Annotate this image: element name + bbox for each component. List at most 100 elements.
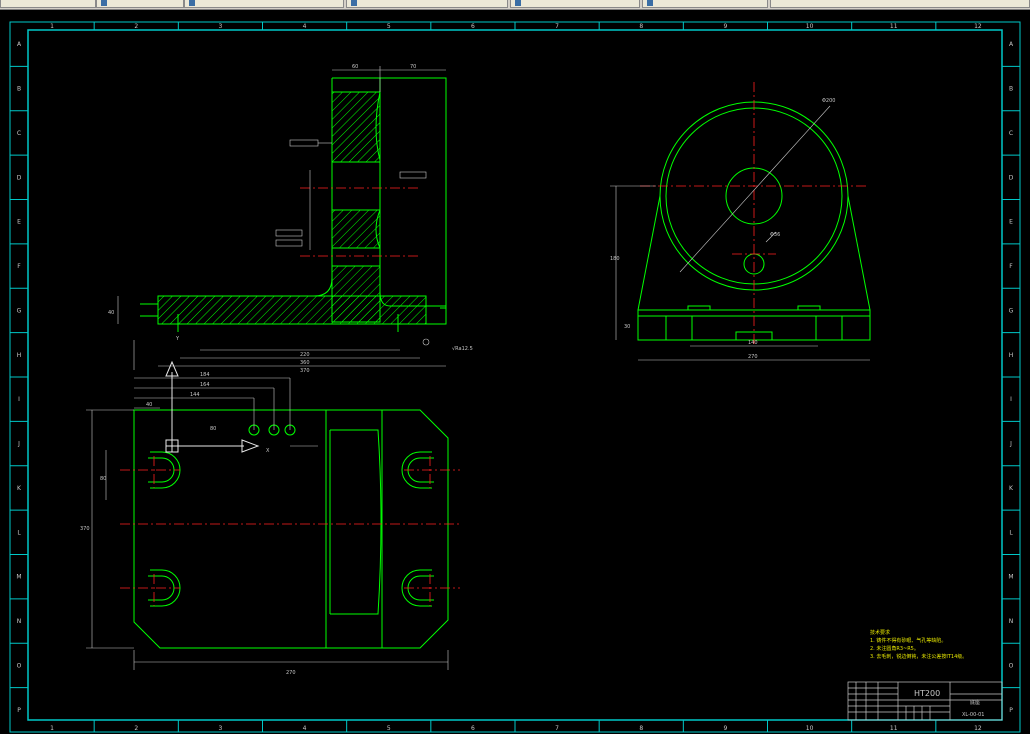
section-view (140, 77, 447, 332)
plan-centerline (120, 456, 460, 606)
zone-row-left-N: N (17, 618, 22, 625)
zone-row-left-J: J (17, 441, 20, 448)
zone-column-bottom-4: 4 (303, 725, 307, 732)
side-dimensions (610, 105, 870, 361)
zone-row-left-P: P (17, 707, 21, 714)
title-block-part-name: 底座 (970, 699, 980, 706)
zone-column-bottom-9: 9 (724, 725, 728, 732)
zone-column-top-10: 10 (806, 23, 814, 30)
plan-dim-d2: 164 (200, 382, 210, 388)
note-line-2: 2. 未注圆角R3~R5。 (870, 645, 919, 652)
zone-column-top-2: 2 (134, 23, 138, 30)
zone-column-top-12: 12 (974, 23, 982, 30)
side-dim-height: 180 (610, 256, 620, 262)
section-dimensions (117, 66, 446, 370)
zone-row-left-A: A (17, 41, 22, 48)
zone-column-top-4: 4 (303, 23, 307, 30)
side-dim-small-hole: Φ36 (770, 232, 780, 238)
ucs-y-axis-label: Y (175, 336, 180, 342)
document-tab-2[interactable] (96, 0, 184, 8)
drawing-frame (9, 21, 1021, 733)
side-dim-slot: 140 (748, 340, 758, 346)
zone-column-top-6: 6 (471, 23, 475, 30)
zone-row-left-F: F (17, 263, 21, 270)
plan-dim-d3: 144 (190, 392, 200, 398)
zone-row-right-I: I (1010, 396, 1012, 403)
zone-column-bottom-2: 2 (134, 725, 138, 732)
title-block-drawing-no: XL-00-01 (962, 712, 984, 718)
zone-row-left-G: G (17, 307, 22, 314)
zone-column-bottom-6: 6 (471, 725, 475, 732)
zone-column-bottom-1: 1 (50, 725, 54, 732)
dim-height-left: 40 (108, 310, 114, 316)
zone-row-left-E: E (17, 219, 21, 226)
document-tab-5[interactable] (510, 0, 640, 8)
document-tab-bar (0, 0, 1030, 10)
plan-dim-height: 370 (80, 526, 90, 532)
side-dim-base: 270 (748, 354, 758, 360)
zone-row-right-J: J (1009, 441, 1012, 448)
zone-row-right-M: M (1008, 574, 1013, 581)
roughness-symbol: √Ra12.5 (452, 346, 473, 352)
document-icon (351, 0, 357, 6)
zone-row-right-C: C (1009, 130, 1013, 137)
zone-row-left-H: H (17, 352, 22, 359)
zone-column-bottom-8: 8 (639, 725, 643, 732)
side-dim-diameter: Φ200 (822, 98, 835, 104)
plan-dim-d4: 80 (210, 426, 216, 432)
zone-column-top-9: 9 (724, 23, 728, 30)
plan-dimensions (86, 377, 449, 670)
plan-dim-width: 270 (286, 670, 296, 676)
side-dim-base-height: 30 (624, 324, 630, 330)
dim-mid-left: 220 (300, 352, 310, 358)
zone-row-left-K: K (17, 485, 22, 492)
section-hatch-upper (331, 91, 381, 163)
document-icon (647, 0, 653, 6)
ucs-x-axis-label: X (266, 448, 270, 454)
zone-row-right-B: B (1009, 86, 1013, 93)
note-line-1: 1. 铸件不得有砂眼、气孔等缺陷。 (870, 637, 946, 644)
side-centerline (640, 82, 866, 346)
zone-row-left-O: O (17, 662, 22, 669)
section-hatch-base (157, 295, 427, 325)
document-tab-7[interactable] (770, 0, 1030, 8)
dim-bottom: 370 (300, 368, 310, 374)
dim-top-left: 60 (352, 64, 358, 70)
zone-row-left-L: L (17, 529, 21, 536)
zone-column-bottom-5: 5 (387, 725, 391, 732)
plan-dim-d1: 184 (200, 372, 210, 378)
section-hatch-mid (331, 209, 381, 249)
zone-row-right-O: O (1009, 662, 1014, 669)
title-block-material: HT200 (914, 689, 940, 698)
document-tab-6[interactable] (642, 0, 768, 8)
document-icon (101, 0, 107, 6)
document-tab-1[interactable] (0, 0, 96, 8)
zone-row-right-L: L (1009, 529, 1013, 536)
zone-row-right-H: H (1009, 352, 1014, 359)
zone-row-right-A: A (1009, 41, 1014, 48)
notes-heading: 技术要求 (870, 629, 890, 636)
dim-mid-center: 360 (300, 360, 310, 366)
document-tab-4[interactable] (346, 0, 508, 8)
zone-column-top-7: 7 (555, 23, 559, 30)
section-centerline (300, 187, 420, 257)
note-line-3: 3. 去毛刺，锐边倒钝，未注公差按IT14级。 (870, 653, 967, 660)
zone-row-right-F: F (1009, 263, 1013, 270)
zone-row-right-N: N (1009, 618, 1014, 625)
zone-row-right-D: D (1009, 174, 1014, 181)
document-icon (515, 0, 521, 6)
zone-row-right-E: E (1009, 219, 1013, 226)
zone-column-top-8: 8 (639, 23, 643, 30)
zone-row-right-K: K (1009, 485, 1014, 492)
title-block (847, 681, 1003, 721)
zone-column-bottom-3: 3 (219, 725, 223, 732)
zone-row-right-P: P (1009, 707, 1013, 714)
zone-row-left-D: D (17, 174, 22, 181)
zone-row-left-M: M (16, 574, 21, 581)
zone-row-left-B: B (17, 86, 21, 93)
document-tab-3[interactable] (184, 0, 344, 8)
zone-column-bottom-11: 11 (890, 725, 898, 732)
